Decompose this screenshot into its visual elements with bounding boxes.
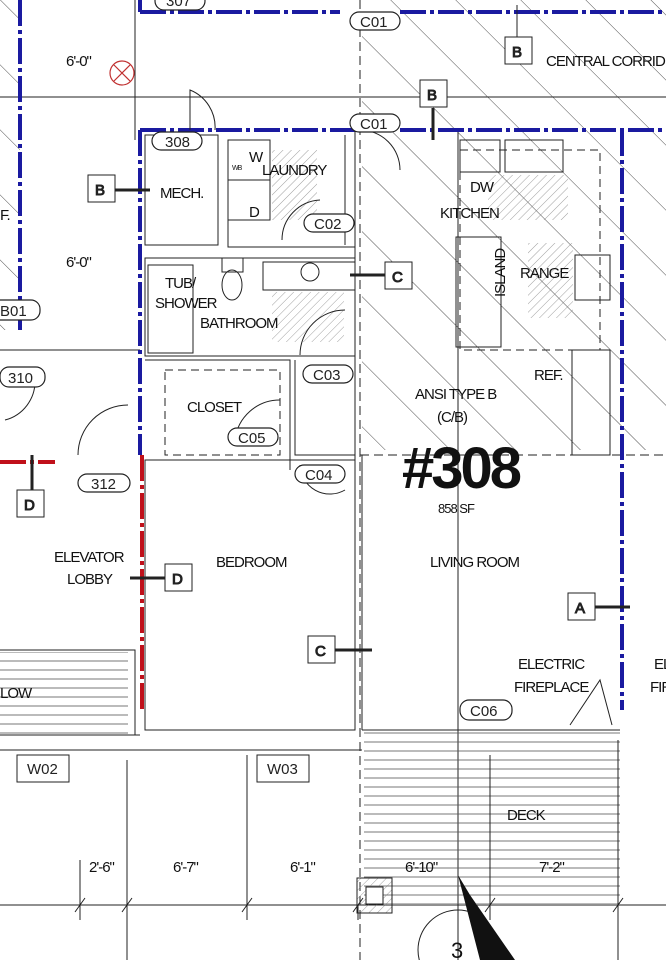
wall-tag-b-mech: B [87, 174, 150, 203]
svg-text:C01: C01 [360, 14, 388, 31]
door-tag-c02: C02 [303, 213, 355, 233]
svg-text:W02: W02 [27, 761, 58, 778]
grid-bubble-label: 3 [451, 938, 463, 960]
wall-tag-c-bedroom: C [307, 635, 372, 664]
door-tag-310: 310 [0, 366, 46, 388]
door-tag-312: 312 [77, 473, 131, 493]
svg-text:C: C [315, 643, 326, 660]
room-labels: CENTRAL CORRID MECH. W WB LAUNDRY D DW K… [0, 53, 666, 824]
unit-area: 858 SF [438, 501, 475, 516]
svg-text:B: B [512, 44, 522, 61]
dimension-labels: 6'-0" 6'-0" 2'-6" 6'-7" 6'-1" 6'-10" 7'-… [66, 53, 566, 876]
corridor-hatch [362, 0, 666, 450]
door-tag-307: 307 [154, 0, 206, 11]
svg-text:C03: C03 [313, 367, 341, 384]
label-dryer: D [249, 204, 260, 221]
svg-text:B01: B01 [0, 303, 27, 320]
dim-6-10: 6'-10" [405, 859, 438, 876]
fan-marker-icon [109, 60, 135, 86]
svg-text:A: A [575, 600, 585, 617]
door-tag-c05: C05 [227, 427, 279, 447]
svg-text:C06: C06 [470, 703, 498, 720]
label-kitchen: KITCHEN [440, 205, 499, 222]
label-unit-type-2: (C/B) [437, 409, 468, 426]
wall-tag-a-living: A [567, 592, 630, 621]
label-central-corridor: CENTRAL CORRID [546, 53, 666, 70]
svg-text:312: 312 [91, 476, 116, 493]
dim-6-0-top: 6'-0" [66, 53, 92, 70]
label-bathroom: BATHROOM [200, 315, 278, 332]
svg-text:C04: C04 [305, 467, 333, 484]
deck-boards [364, 732, 620, 904]
svg-text:307: 307 [166, 0, 191, 10]
door-tag-c04: C04 [294, 464, 346, 484]
svg-text:D: D [172, 571, 183, 588]
label-neighbor-fireplace-2: FIR [650, 679, 666, 696]
wall-tag-d-bedroom: D [130, 563, 193, 592]
svg-text:310: 310 [8, 370, 33, 387]
label-dw: DW [470, 179, 495, 196]
label-unit-type-1: ANSI TYPE B [415, 386, 497, 403]
svg-text:C01: C01 [360, 116, 388, 133]
door-tag-c01: C01 [349, 113, 401, 133]
wall-tag-d-lobby: D [16, 455, 45, 518]
label-low: LOW [0, 685, 33, 702]
wall-tag-b-unit: B [419, 79, 448, 140]
left-hatch [0, 0, 20, 330]
label-closet: CLOSET [187, 399, 242, 416]
wall-tag-c-bath: C [350, 261, 413, 290]
wall-tags: B B B C C D D A [16, 5, 630, 664]
label-island: ISLAND [492, 248, 509, 297]
rated-wall-blue [18, 0, 666, 710]
svg-text:B: B [95, 182, 105, 199]
label-living-room: LIVING ROOM [430, 554, 520, 571]
label-tub-shower-2: SHOWER [155, 295, 218, 312]
window-tag-w03: W03 [256, 754, 310, 783]
label-neighbor-fireplace-1: EL [654, 656, 666, 673]
label-left-partial: F. [0, 207, 10, 224]
low-roof-hatch [0, 652, 128, 734]
label-tub-shower-1: TUB/ [165, 275, 197, 292]
door-tag-c06: C06 [459, 699, 513, 721]
window-tag-w02: W02 [16, 754, 70, 783]
door-tags: 307 C01 C01 308 C02 B01 310 C03 C05 C04 … [0, 0, 513, 721]
svg-text:C02: C02 [314, 216, 342, 233]
label-elevator-lobby-2: LOBBY [67, 571, 113, 588]
label-elevator-lobby-1: ELEVATOR [54, 549, 125, 566]
svg-text:C05: C05 [238, 430, 266, 447]
door-tag-c03: C03 [302, 364, 354, 384]
label-washer: W [249, 149, 264, 166]
label-range: RANGE [520, 265, 569, 282]
label-mech: MECH. [160, 185, 203, 202]
door-tag-b01: B01 [0, 299, 41, 321]
label-fireplace-2: FIREPLACE [514, 679, 589, 696]
unit-number: #308 [402, 436, 521, 501]
svg-text:W03: W03 [267, 761, 298, 778]
rated-wall-red [0, 455, 144, 710]
dim-6-1: 6'-1" [290, 859, 316, 876]
door-tag-308: 308 [151, 131, 203, 151]
dim-6-7: 6'-7" [173, 859, 199, 876]
dim-2-6: 2'-6" [89, 859, 115, 876]
label-laundry: LAUNDRY [262, 162, 327, 179]
svg-text:308: 308 [165, 134, 190, 151]
svg-text:B: B [427, 87, 437, 104]
wall-tag-b-corridor: B [504, 5, 533, 65]
label-bedroom: BEDROOM [216, 554, 287, 571]
dim-6-0-mid: 6'-0" [66, 254, 92, 271]
dim-7-2: 7'-2" [539, 859, 565, 876]
label-fireplace-1: ELECTRIC [518, 656, 585, 673]
svg-text:C: C [392, 269, 403, 286]
door-tag-c01-top: C01 [349, 11, 401, 31]
label-deck: DECK [507, 807, 546, 824]
svg-text:D: D [24, 497, 35, 514]
label-ref: REF. [534, 367, 563, 384]
label-washer-box: WB [232, 165, 243, 172]
